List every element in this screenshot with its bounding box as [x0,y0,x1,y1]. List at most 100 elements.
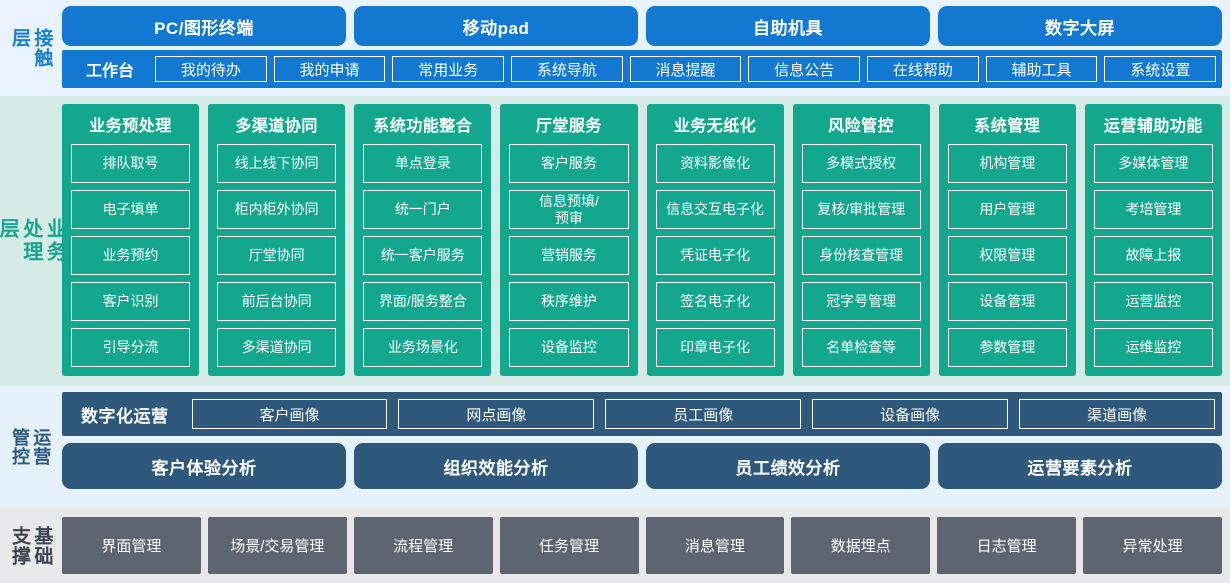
foundation-item-ui-management[interactable]: 界面管理 [62,517,201,574]
channel-pc[interactable]: PC/图形终端 [62,6,346,46]
business-columns: 业务预处理 排队取号 电子填单 业务预约 客户识别 引导分流 多渠道协同 线上线… [62,104,1222,376]
business-item[interactable]: 多媒体管理 [1093,144,1213,183]
channel-self-service[interactable]: 自助机具 [646,6,930,46]
business-item[interactable]: 客户识别 [71,282,191,321]
business-column-title: 多渠道协同 [235,118,318,135]
portrait-channel[interactable]: 渠道画像 [1019,399,1216,429]
business-item[interactable]: 排队取号 [71,144,191,183]
layer-touch: 接触 层 PC/图形终端 移动pad 自助机具 数字大屏 工作台 我的待办 我的… [0,0,1230,96]
portrait-branch[interactable]: 网点画像 [398,399,595,429]
layer-business: 业务 处理 层 业务预处理 排队取号 电子填单 业务预约 客户识别 引导分流 多… [0,96,1230,386]
layer-foundation-body: 界面管理 场景/交易管理 流程管理 任务管理 消息管理 数据埋点 日志管理 异常… [60,508,1230,583]
digital-operations-row: 数字化运营 客户画像 网点画像 员工画像 设备画像 渠道画像 [62,392,1222,436]
business-item[interactable]: 业务场景化 [363,328,483,367]
business-item[interactable]: 业务预约 [71,236,191,275]
workbench-item-system-navigation[interactable]: 系统导航 [511,56,623,82]
analytics-organization-efficiency[interactable]: 组织效能分析 [354,443,638,489]
workbench-item-common-business[interactable]: 常用业务 [392,56,505,82]
layer-touch-label: 接触 层 [9,28,53,68]
business-item[interactable]: 统一门户 [363,190,483,229]
workbench-item-my-todo[interactable]: 我的待办 [155,56,267,82]
analytics-employee-performance[interactable]: 员工绩效分析 [646,443,930,489]
workbench-item-auxiliary-tools[interactable]: 辅助工具 [985,56,1098,82]
business-item[interactable]: 印章电子化 [655,328,775,367]
business-column-system-management: 系统管理 机构管理 用户管理 权限管理 设备管理 参数管理 [938,104,1076,376]
analytics-operating-factors[interactable]: 运营要素分析 [938,443,1222,489]
business-item[interactable]: 运维监控 [1093,328,1213,367]
channel-row: PC/图形终端 移动pad 自助机具 数字大屏 [62,6,1222,46]
business-item[interactable]: 冠字号管理 [801,282,921,321]
business-item[interactable]: 复核/审批管理 [801,190,921,229]
foundation-item-log-management[interactable]: 日志管理 [937,517,1077,574]
business-item[interactable]: 柜内柜外协同 [217,190,337,229]
business-column-title: 系统管理 [974,118,1041,135]
business-column-system-integration: 系统功能整合 单点登录 统一门户 统一客户服务 界面/服务整合 业务场景化 [354,104,492,376]
business-item[interactable]: 设备管理 [947,282,1067,321]
business-item[interactable]: 统一客户服务 [363,236,483,275]
business-item[interactable]: 多模式授权 [801,144,921,183]
workbench-bar: 工作台 我的待办 我的申请 常用业务 系统导航 消息提醒 信息公告 在线帮助 辅… [62,50,1222,88]
business-column-items: 资料影像化 信息交互电子化 凭证电子化 签名电子化 印章电子化 [655,144,775,367]
foundation-item-exception-handling[interactable]: 异常处理 [1083,517,1222,574]
foundation-item-scenario-transaction-management[interactable]: 场景/交易管理 [207,517,347,574]
business-item[interactable]: 用户管理 [947,190,1067,229]
business-item[interactable]: 信息交互电子化 [655,190,775,229]
foundation-row: 界面管理 场景/交易管理 流程管理 任务管理 消息管理 数据埋点 日志管理 异常… [62,517,1222,574]
analytics-customer-experience[interactable]: 客户体验分析 [62,443,346,489]
business-column-title: 业务无纸化 [673,118,757,135]
foundation-item-task-management[interactable]: 任务管理 [499,517,639,574]
business-item[interactable]: 运营监控 [1093,282,1213,321]
business-column-items: 多媒体管理 考培管理 故障上报 运营监控 运维监控 [1093,144,1213,367]
portrait-employee[interactable]: 员工画像 [605,399,802,429]
layer-operations: 运营 管控 数字化运营 客户画像 网点画像 员工画像 设备画像 渠道画像 客户体… [0,386,1230,508]
business-item[interactable]: 电子填单 [71,190,191,229]
business-item[interactable]: 凭证电子化 [655,236,775,275]
foundation-item-message-management[interactable]: 消息管理 [645,517,785,574]
business-item[interactable]: 资料影像化 [655,144,775,183]
business-item[interactable]: 单点登录 [363,144,483,183]
business-item[interactable]: 身份核查管理 [801,236,921,275]
business-column-multichannel: 多渠道协同 线上线下协同 柜内柜外协同 厅堂协同 前后台协同 多渠道协同 [208,104,346,376]
workbench-item-my-application[interactable]: 我的申请 [273,56,386,82]
business-item[interactable]: 客户服务 [509,144,629,183]
business-item[interactable]: 权限管理 [947,236,1067,275]
business-item[interactable]: 机构管理 [947,144,1067,183]
channel-mobile-pad[interactable]: 移动pad [354,6,638,46]
business-column-items: 线上线下协同 柜内柜外协同 厅堂协同 前后台协同 多渠道协同 [217,144,337,367]
business-column-items: 机构管理 用户管理 权限管理 设备管理 参数管理 [947,144,1067,367]
layer-business-label: 业务 处理 层 [0,218,66,264]
business-item[interactable]: 界面/服务整合 [363,282,483,321]
portrait-device[interactable]: 设备画像 [812,399,1009,429]
business-item[interactable]: 参数管理 [947,328,1067,367]
business-item[interactable]: 引导分流 [71,328,191,367]
business-item[interactable]: 线上线下协同 [217,144,337,183]
business-item[interactable]: 考培管理 [1093,190,1213,229]
business-item[interactable]: 信息预填/ 预审 [509,190,629,229]
business-item[interactable]: 营销服务 [509,236,629,275]
business-item[interactable]: 多渠道协同 [217,328,337,367]
workbench-item-information-bulletin[interactable]: 信息公告 [748,56,861,82]
business-column-lobby-service: 厅堂服务 客户服务 信息预填/ 预审 营销服务 秩序维护 设备监控 [500,104,638,376]
business-item[interactable]: 签名电子化 [655,282,775,321]
workbench-title: 工作台 [86,63,135,80]
business-item[interactable]: 设备监控 [509,328,629,367]
portrait-customer[interactable]: 客户画像 [191,399,388,429]
business-column-paperless: 业务无纸化 资料影像化 信息交互电子化 凭证电子化 签名电子化 印章电子化 [646,104,784,376]
business-column-title: 风险管控 [828,118,895,135]
business-column-items: 排队取号 电子填单 业务预约 客户识别 引导分流 [71,144,191,367]
layer-foundation: 基础 支撑 界面管理 场景/交易管理 流程管理 任务管理 消息管理 数据埋点 日… [0,508,1230,583]
business-item[interactable]: 前后台协同 [217,282,337,321]
foundation-item-process-management[interactable]: 流程管理 [353,517,493,574]
business-column-preprocessing: 业务预处理 排队取号 电子填单 业务预约 客户识别 引导分流 [62,104,200,376]
business-item[interactable]: 名单检查等 [801,328,921,367]
workbench-item-system-settings[interactable]: 系统设置 [1104,56,1217,82]
workbench-item-online-help[interactable]: 在线帮助 [867,56,979,82]
channel-digital-screen[interactable]: 数字大屏 [938,6,1222,46]
workbench-item-message-reminder[interactable]: 消息提醒 [629,56,742,82]
foundation-item-data-tracking[interactable]: 数据埋点 [791,517,931,574]
business-item[interactable]: 厅堂协同 [217,236,337,275]
business-item[interactable]: 故障上报 [1093,236,1213,275]
business-item[interactable]: 秩序维护 [509,282,629,321]
business-column-risk-control: 风险管控 多模式授权 复核/审批管理 身份核查管理 冠字号管理 名单检查等 [792,104,930,376]
